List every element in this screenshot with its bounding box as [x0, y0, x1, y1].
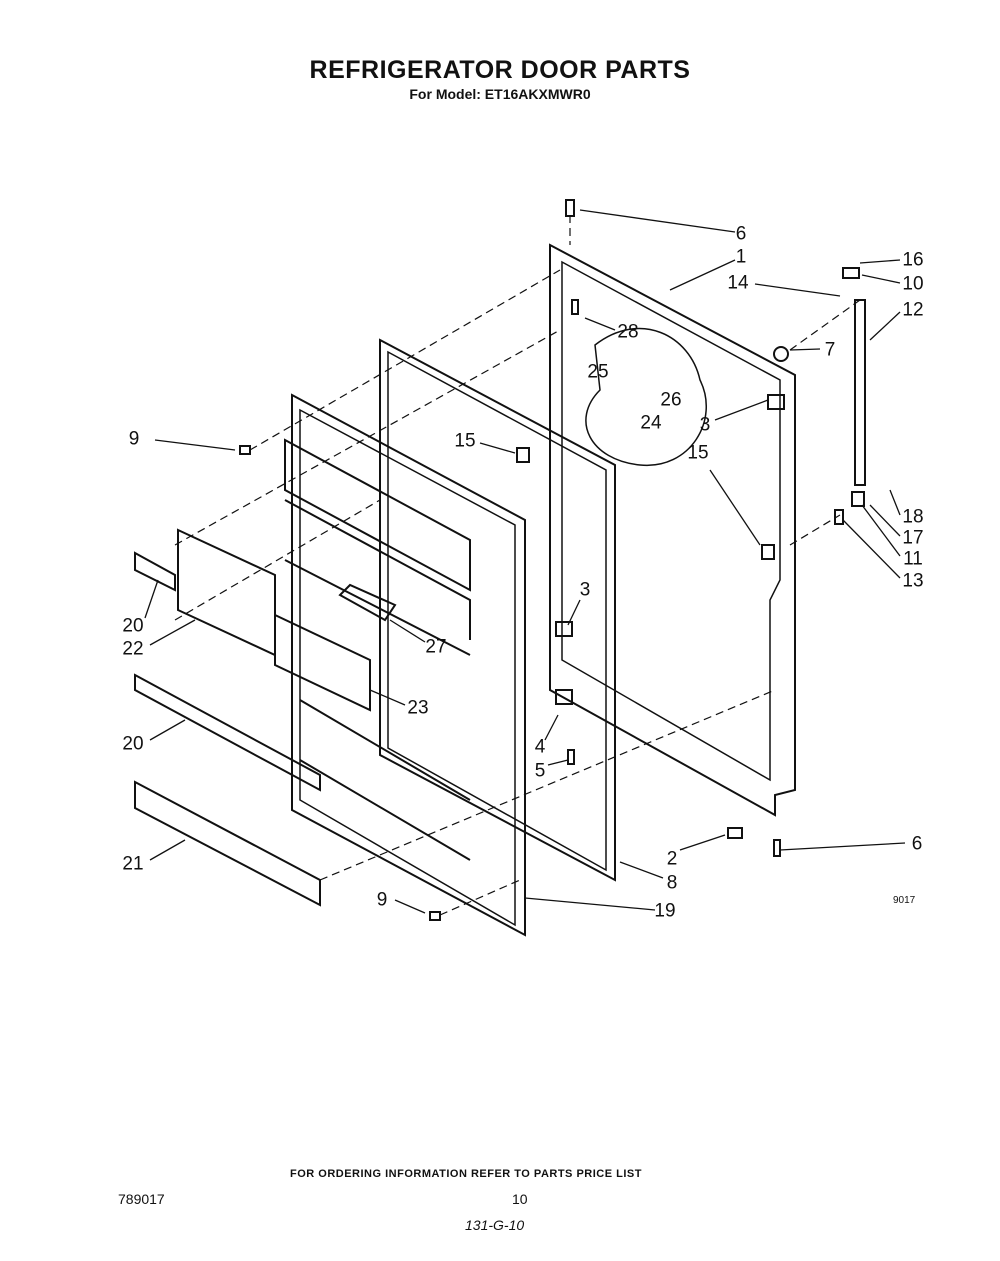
callout-2: 2 [666, 848, 678, 870]
page-title: REFRIGERATOR DOOR PARTS [309, 56, 691, 84]
page-number: 10 [512, 1191, 528, 1207]
callout-21: 21 [122, 853, 144, 875]
callout-1: 1 [735, 246, 747, 268]
callout-13: 13 [902, 570, 924, 592]
callout-19: 19 [654, 900, 676, 922]
handwritten-note: 131-G-10 [465, 1217, 525, 1233]
callout-3: 3 [579, 579, 591, 601]
hinge-hardware [239, 199, 866, 921]
alignment-lines [174, 215, 861, 916]
callout-27: 27 [425, 636, 447, 658]
callout-17: 17 [902, 527, 924, 549]
callout-28: 28 [617, 321, 639, 343]
callout-7: 7 [824, 339, 836, 361]
callout-6: 6 [735, 223, 747, 245]
callout-15: 15 [687, 442, 709, 464]
callout-8: 8 [666, 872, 678, 894]
callout-16: 16 [902, 249, 924, 271]
shelves [134, 528, 371, 907]
model-subtitle: For Model: ET16AKXMWR0 [409, 86, 591, 102]
door-liner [284, 393, 526, 937]
callout-9: 9 [128, 428, 140, 450]
document-number: 789017 [118, 1191, 165, 1207]
callout-9: 9 [376, 889, 388, 911]
callout-12: 12 [902, 299, 924, 321]
callout-18: 18 [902, 506, 924, 528]
callout-15: 15 [454, 430, 476, 452]
callout-11: 11 [903, 548, 923, 570]
ordering-note: FOR ORDERING INFORMATION REFER TO PARTS … [290, 1168, 642, 1180]
callout-3: 3 [699, 414, 711, 436]
door-gasket [379, 338, 616, 882]
callout-22: 22 [122, 638, 144, 660]
diagram-code: 9017 [893, 895, 916, 906]
callout-20: 20 [122, 733, 144, 755]
callout-25: 25 [587, 361, 609, 383]
callout-24: 24 [640, 412, 662, 434]
callout-14: 14 [727, 272, 749, 294]
callout-5: 5 [534, 760, 546, 782]
callout-6: 6 [911, 833, 923, 855]
callout-20: 20 [122, 615, 144, 637]
callout-10: 10 [902, 273, 924, 295]
callout-4: 4 [534, 736, 546, 758]
callout-23: 23 [407, 697, 429, 719]
callout-26: 26 [660, 389, 682, 411]
outer-door-panel [549, 243, 796, 817]
leader-lines [144, 209, 906, 914]
